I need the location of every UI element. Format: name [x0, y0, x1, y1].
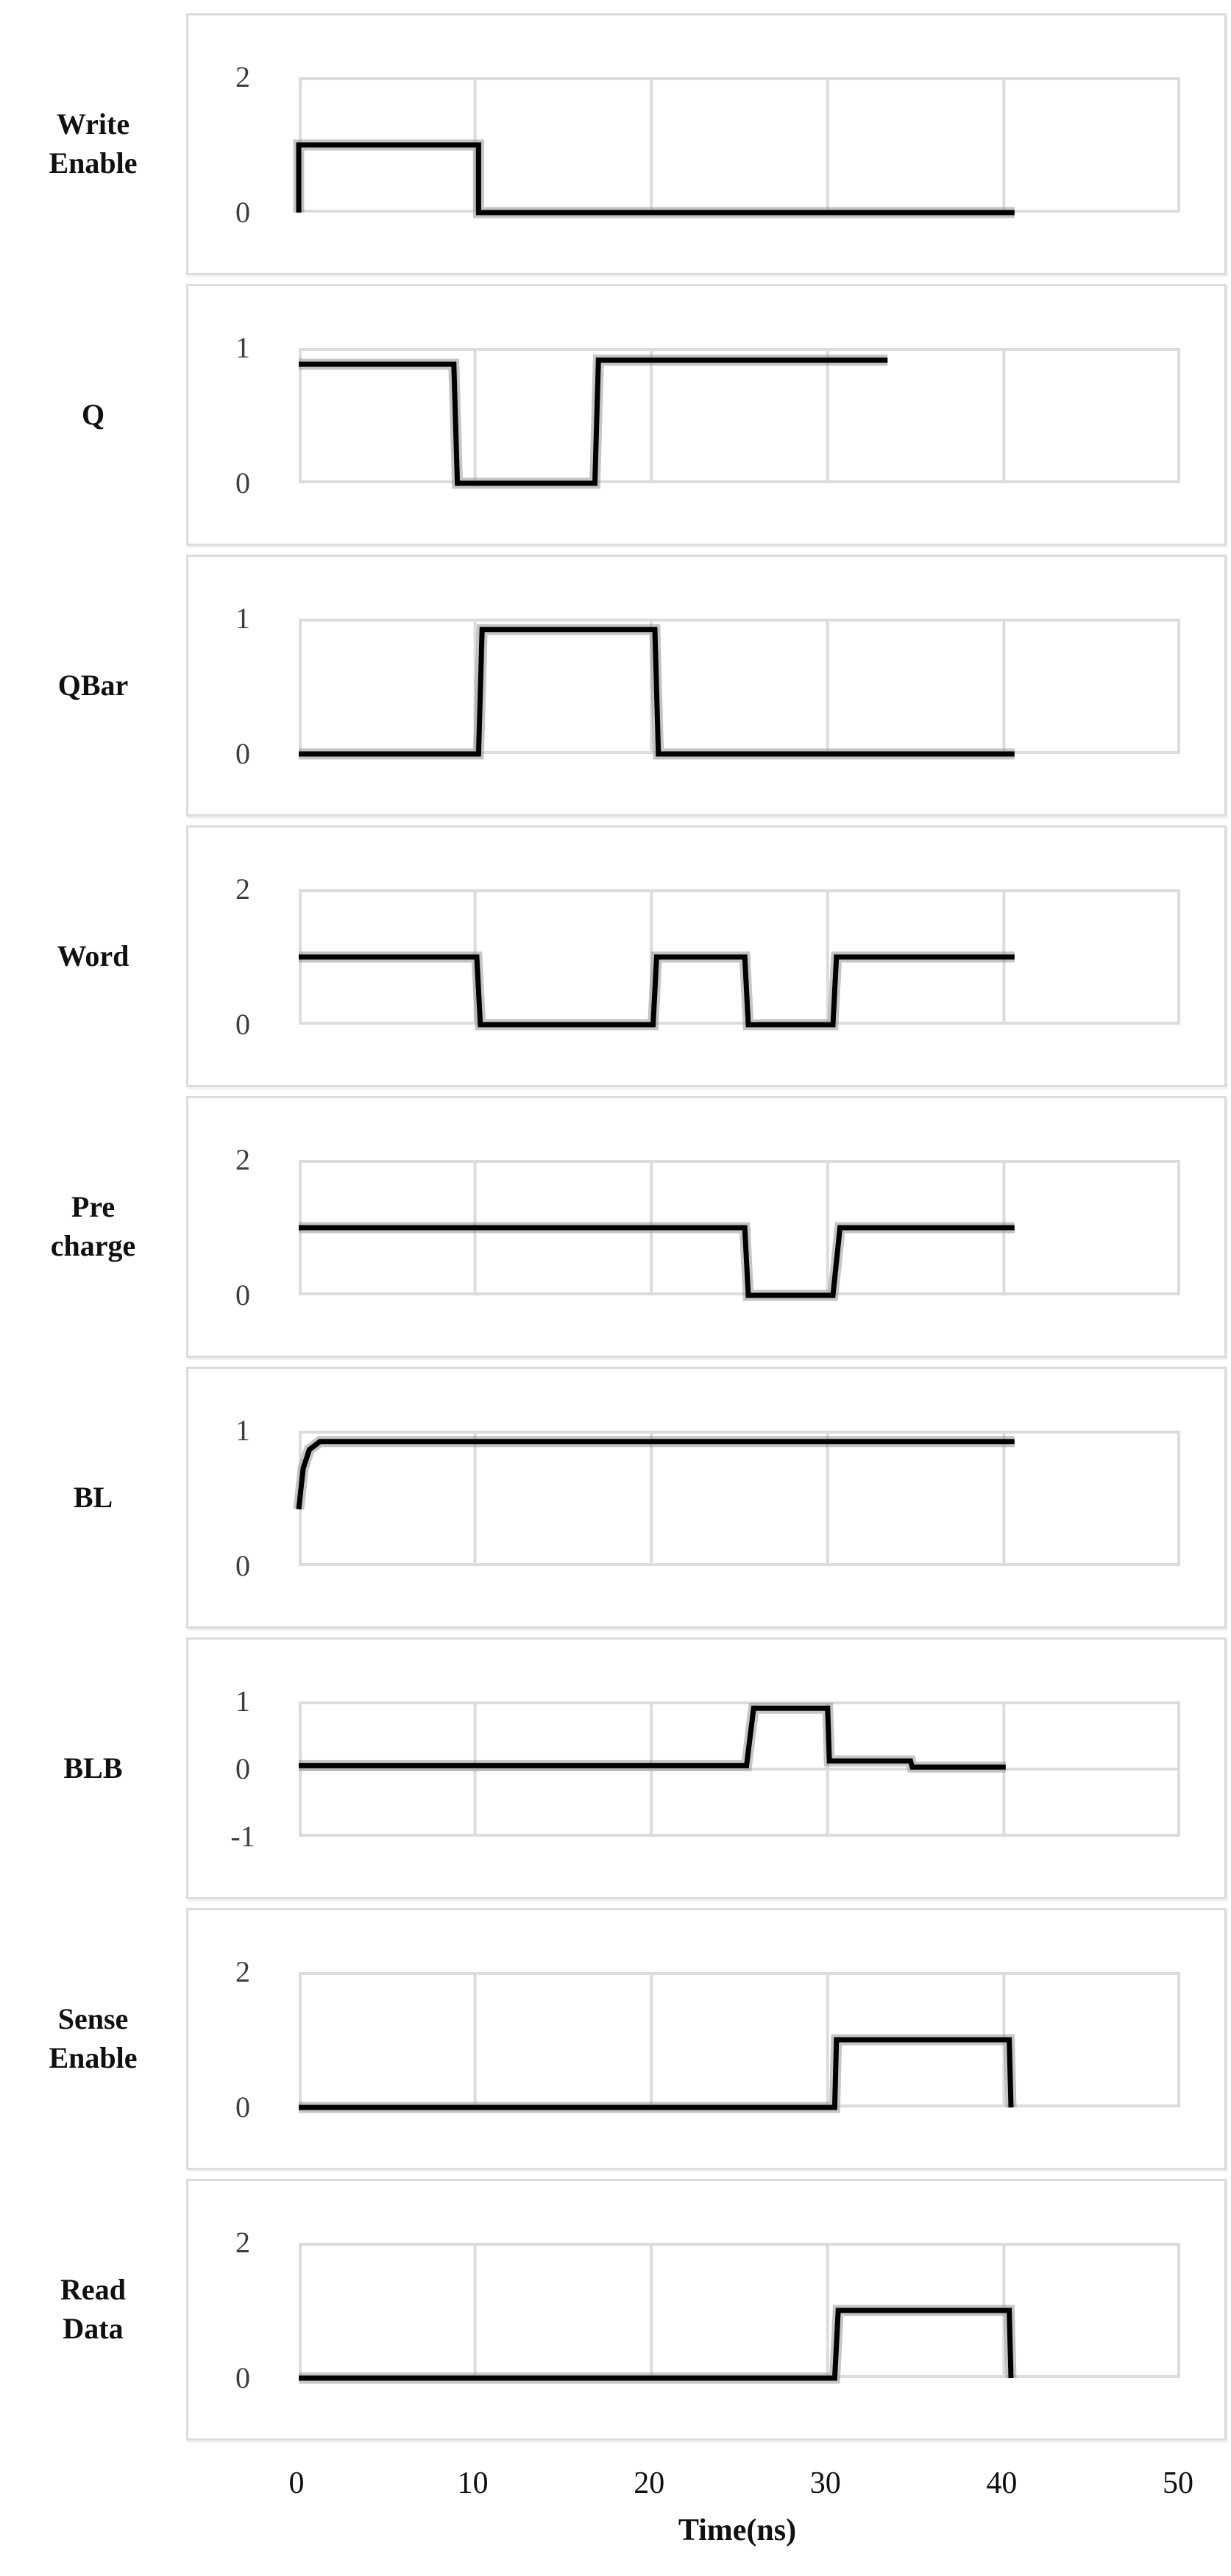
signal-label-bl: BL: [73, 1480, 113, 1514]
waveform-plot: [299, 889, 1180, 1031]
signal-label-cell: Sense Enable: [0, 1908, 186, 2170]
y-tick-label-0: 0: [235, 1278, 250, 1312]
signal-label-read-data: Read Data: [60, 2273, 126, 2345]
y-tick-label-2: 2: [235, 1143, 250, 1176]
y-tick-label-0: 0: [235, 2091, 250, 2124]
x-axis-title: Time(ns): [678, 2513, 797, 2547]
signal-label-cell: BLB: [0, 1637, 186, 1899]
waveform-plot: [293, 1431, 1180, 1566]
signal-label-cell: Pre charge: [0, 1096, 186, 1358]
waveform-line: [299, 2308, 1014, 2381]
x-axis: 0 10 20 30 40 50 Time(ns): [289, 2466, 1194, 2576]
signal-label-word: Word: [57, 939, 130, 972]
waveform-glow: [299, 1222, 1015, 1301]
x-axis-tick: 0: [288, 2466, 305, 2500]
plot-border: [299, 348, 1180, 483]
waveform-plot: [299, 1701, 1180, 1837]
waveform-glow: [293, 1436, 1015, 1510]
waveform-line: [299, 1705, 1006, 1770]
waveform-line: [296, 1439, 1015, 1510]
waveform-glow: [299, 2034, 1017, 2113]
y-tick-label-0: 0: [235, 2361, 250, 2394]
y-tick-label-2: 2: [235, 60, 250, 93]
signal-label-precharge: Pre charge: [50, 1190, 136, 1262]
y-tick-label-1: 1: [235, 1414, 250, 1447]
waveform-plot: [299, 1972, 1180, 2113]
waveform-plot: [293, 77, 1180, 218]
waveform-plot: [299, 2243, 1180, 2384]
waveform-line: [296, 142, 1015, 216]
x-axis-tick: 40: [986, 2466, 1018, 2500]
plot-border: [299, 619, 1180, 754]
y-tick-label-0: 0: [235, 737, 250, 770]
y-tick-label-1: 1: [235, 331, 250, 364]
x-axis-tick: 30: [809, 2466, 841, 2500]
waveform-plot: [299, 619, 1180, 760]
signal-label-blb: BLB: [63, 1751, 123, 1785]
waveform-plot: [299, 1160, 1180, 1301]
y-tick-label-0: 0: [235, 196, 250, 229]
waveform-glow: [299, 2305, 1017, 2384]
x-axis-tick: 50: [1163, 2466, 1193, 2500]
signal-label-sense-enable: Sense Enable: [49, 2002, 138, 2074]
y-tick-label-1: 1: [235, 602, 250, 635]
signal-label-qbar: QBar: [57, 668, 129, 702]
x-axis-tick: 20: [634, 2466, 665, 2500]
x-axis-tick: 10: [457, 2466, 489, 2500]
waveform-panel-blb: 1 0 -1: [186, 1637, 1227, 1899]
plot-border: [299, 2243, 1180, 2378]
signal-label-cell: Q: [0, 284, 186, 546]
y-tick-label-2: 2: [235, 872, 250, 905]
y-tick-label-2: 2: [235, 1955, 250, 1988]
signal-label-cell: Word: [0, 825, 186, 1087]
waveform-glow: [293, 139, 1015, 218]
waveform-line: [299, 357, 888, 486]
y-tick-label-0: 0: [235, 1752, 250, 1785]
y-tick-label-1: 1: [235, 1684, 250, 1718]
waveform-line: [299, 2037, 1014, 2110]
waveform-line: [299, 954, 1015, 1028]
signal-label-write-enable: Write Enable: [49, 107, 138, 179]
y-tick-label-0: 0: [235, 466, 250, 499]
plot-border: [299, 1972, 1180, 2107]
signal-label-cell: BL: [0, 1367, 186, 1629]
signal-label-cell: QBar: [0, 555, 186, 816]
y-tick-label--1: -1: [230, 1820, 255, 1853]
waveform-plot: [299, 348, 1180, 489]
y-tick-label-2: 2: [235, 2226, 250, 2259]
waveform-line: [299, 627, 1015, 757]
y-tick-label-0: 0: [235, 1549, 250, 1582]
waveform-row-blb: BLB 1 0 -1: [0, 1637, 1231, 1899]
signal-label-cell: Read Data: [0, 2179, 186, 2441]
signal-label-cell: Write Enable: [0, 13, 186, 275]
waveform-line: [299, 1225, 1015, 1298]
signal-label-q: Q: [81, 397, 105, 431]
plot-border: [299, 1431, 1180, 1566]
y-tick-label-0: 0: [235, 1008, 250, 1041]
